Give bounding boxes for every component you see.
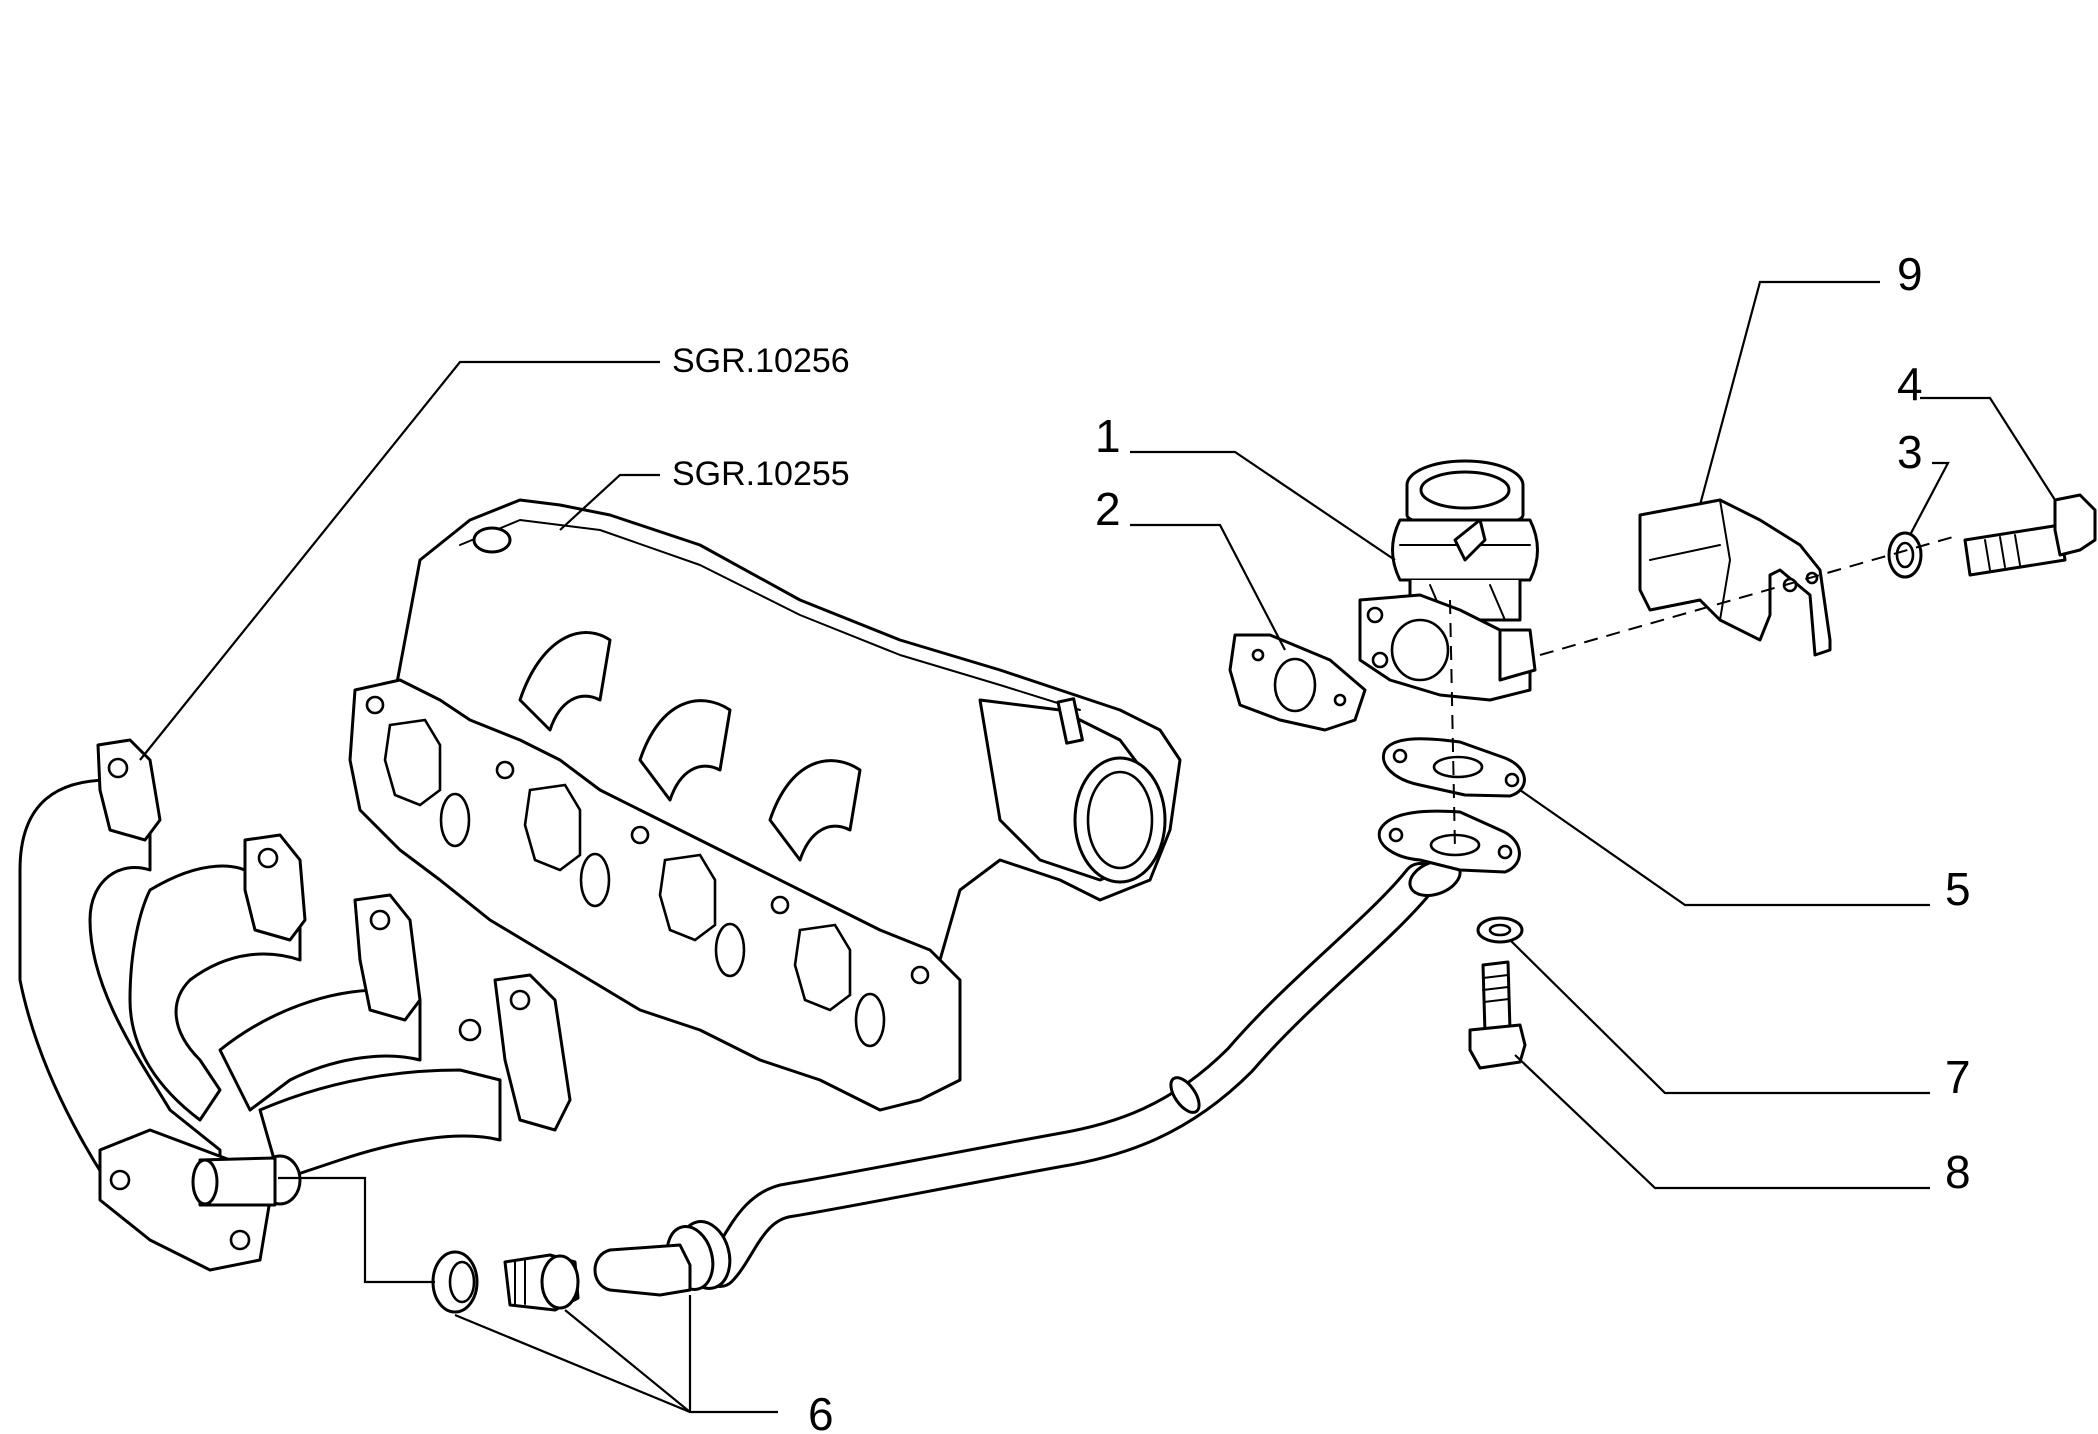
leader-lines — [139, 280, 2056, 1414]
bracket-9 — [1638, 498, 1832, 657]
ref-label-exhaust: SGR.10256 — [672, 342, 850, 380]
callout-4: 4 — [1897, 358, 1923, 410]
alignment-line-bolt — [1539, 534, 1961, 656]
callout-2: 2 — [1095, 483, 1121, 535]
callout-3: 3 — [1897, 426, 1923, 478]
washer-3 — [1887, 531, 1923, 579]
callout-8: 8 — [1945, 1146, 1971, 1198]
callout-5: 5 — [1945, 863, 1971, 915]
callout-6: 6 — [808, 1388, 834, 1434]
callout-1: 1 — [1095, 410, 1121, 462]
gasket-2 — [1228, 633, 1367, 732]
alignment-line-vertical — [1449, 599, 1456, 851]
fittings-6 — [431, 1250, 580, 1314]
callout-7: 7 — [1945, 1051, 1971, 1103]
intake-manifold — [348, 498, 1182, 1112]
egr-pipe — [593, 809, 1521, 1297]
bolt-8 — [1468, 960, 1527, 1070]
bolt-4 — [1963, 493, 2097, 577]
egr-valve — [1358, 459, 1539, 702]
washer-7 — [1476, 916, 1524, 944]
ref-label-intake: SGR.10255 — [672, 455, 850, 493]
callout-9: 9 — [1897, 248, 1923, 300]
exhaust-manifold — [18, 738, 572, 1272]
